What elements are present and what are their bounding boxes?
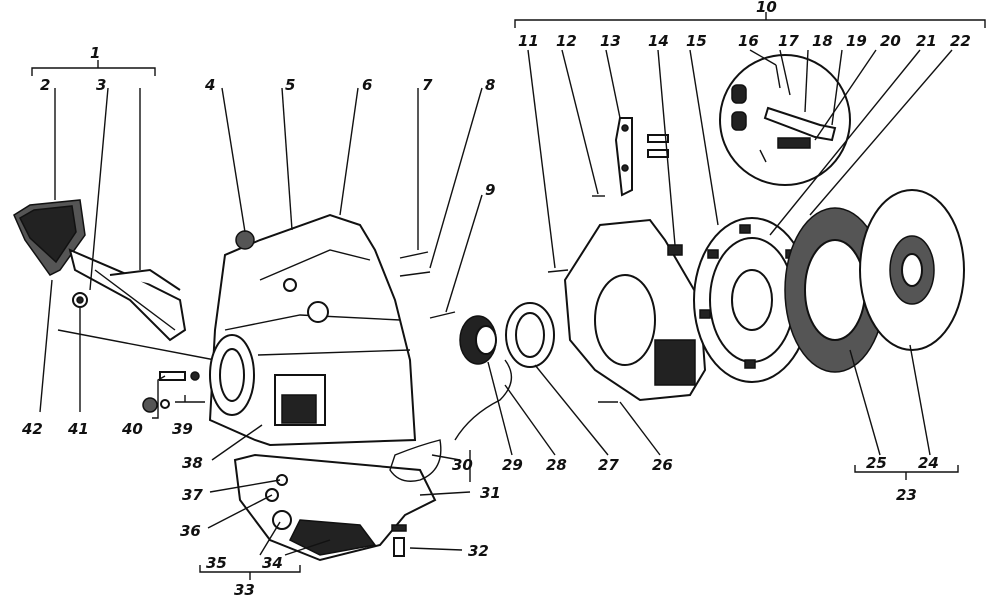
bolt-32 (391, 524, 407, 557)
detail-inset (719, 54, 851, 186)
callout-4: 4 (204, 76, 215, 94)
callout-9: 9 (485, 181, 495, 199)
release-bearing (454, 315, 513, 441)
callout-20: 20 (880, 32, 901, 50)
callout-24: 24 (918, 454, 939, 472)
callout-34: 34 (262, 554, 283, 572)
callout-23: 23 (896, 486, 917, 504)
linkage-rod (57, 329, 216, 361)
callout-8: 8 (485, 76, 495, 94)
callout-10: 10 (756, 0, 777, 16)
callout-22: 22 (950, 32, 971, 50)
driven-disc (859, 189, 965, 351)
lower-cover (233, 453, 437, 562)
seal-ring (505, 302, 555, 368)
callout-27: 27 (598, 456, 619, 474)
callout-32: 32 (468, 542, 489, 560)
clutch-pedal-assembly (13, 199, 187, 342)
callout-29: 29 (502, 456, 523, 474)
callout-5: 5 (285, 76, 295, 94)
callout-25: 25 (866, 454, 887, 472)
callout-39: 39 (172, 420, 193, 438)
callout-26: 26 (652, 456, 673, 474)
gasket-30 (389, 439, 442, 482)
clutch-housing (208, 213, 417, 447)
callout-12: 12 (556, 32, 577, 50)
callout-14: 14 (648, 32, 669, 50)
callout-33: 33 (234, 581, 255, 599)
callout-21: 21 (916, 32, 937, 50)
small-bolts-7-8-9 (399, 251, 456, 319)
pressure-plate (693, 217, 811, 383)
callout-35: 35 (206, 554, 227, 572)
release-lever (614, 117, 669, 197)
callout-13: 13 (600, 32, 621, 50)
pressure-plate-housing (563, 218, 707, 402)
callout-7: 7 (422, 76, 433, 94)
callout-16: 16 (738, 32, 759, 50)
callout-17: 17 (778, 32, 799, 50)
callout-31: 31 (480, 484, 501, 502)
callout-19: 19 (846, 32, 867, 50)
callout-41: 41 (67, 420, 89, 438)
callout-3: 3 (96, 76, 106, 94)
callout-18: 18 (812, 32, 833, 50)
callout-2: 2 (40, 76, 50, 94)
callout-30: 30 (452, 456, 473, 474)
callout-11: 11 (518, 32, 539, 50)
callout-38: 38 (182, 454, 203, 472)
callout-40: 40 (121, 420, 143, 438)
friction-disc (784, 207, 886, 373)
callout-42: 42 (21, 420, 43, 438)
callout-36: 36 (180, 522, 201, 540)
callout-6: 6 (362, 76, 372, 94)
callout-1: 1 (90, 44, 100, 62)
callout-28: 28 (546, 456, 567, 474)
leader-lines (31, 12, 986, 580)
callout-labels: 1 2 3 4 5 6 7 8 9 10 11 12 13 14 15 16 1… (21, 0, 971, 599)
callout-15: 15 (686, 32, 707, 50)
small-hardware (142, 195, 683, 413)
callout-37: 37 (182, 486, 203, 504)
